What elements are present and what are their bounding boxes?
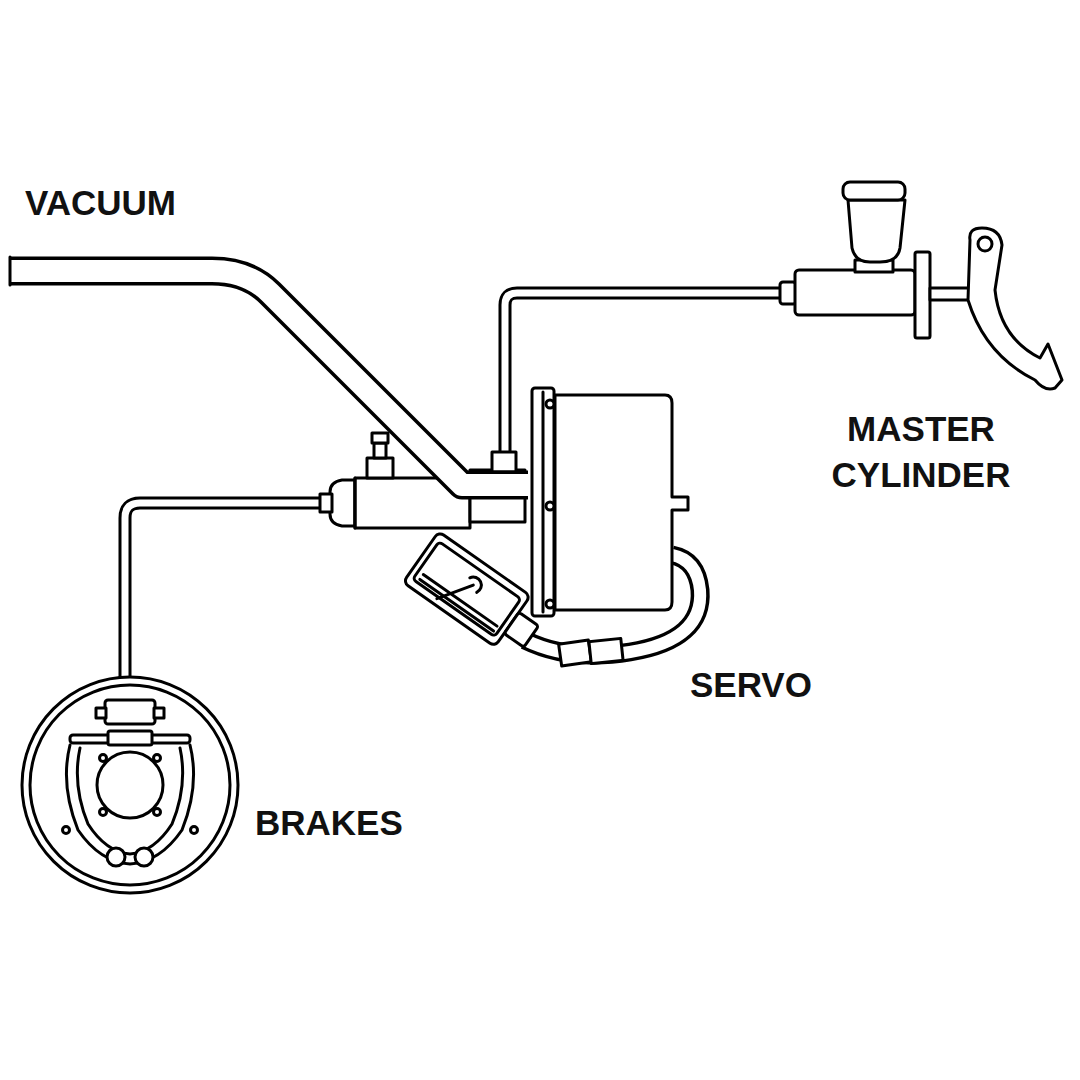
drum-brake — [154, 809, 161, 816]
servo-unit — [546, 400, 554, 408]
vacuum-hose — [559, 640, 592, 666]
drum-brake — [77, 748, 182, 854]
part-label: SERVO — [690, 662, 812, 708]
master-cylinder — [915, 252, 930, 338]
hydraulic-pipe — [125, 503, 330, 686]
drum-brake — [154, 708, 164, 718]
vacuum-hose — [589, 638, 623, 663]
master-cylinder — [848, 200, 905, 262]
drum-brake — [97, 752, 163, 818]
drum-brake — [100, 755, 107, 762]
hydraulic-pipe — [125, 503, 330, 686]
drum-brake — [96, 708, 106, 718]
master-cylinder — [795, 270, 915, 315]
drum-brake — [154, 755, 161, 762]
hydraulic-pipe — [125, 503, 330, 686]
servo-unit — [532, 388, 688, 616]
drum-brake — [22, 677, 238, 893]
drum-brake — [30, 685, 230, 885]
slave-cylinder — [320, 494, 332, 512]
brake-pedal — [968, 228, 1062, 389]
control-valve — [403, 532, 550, 661]
drum-brake — [66, 745, 193, 864]
slave-cylinder — [367, 458, 393, 478]
control-valve — [423, 575, 497, 627]
drum-brake — [100, 809, 107, 816]
vacuum-pipe — [10, 271, 528, 485]
control-valve — [437, 572, 473, 611]
vacuum-pipe — [9, 257, 12, 285]
drum-brake — [105, 700, 155, 724]
drum-brake — [22, 677, 238, 893]
part-label: MASTER CYLINDER — [806, 406, 1036, 497]
control-valve — [504, 612, 539, 647]
drum-brake — [107, 848, 125, 866]
control-valve — [413, 542, 521, 637]
master-cylinder — [843, 182, 905, 200]
servo-unit — [555, 395, 688, 610]
brake-pedal — [978, 237, 992, 251]
slave-cylinder — [354, 478, 357, 528]
vacuum-pipe — [10, 257, 528, 485]
slave-cylinder — [374, 443, 386, 458]
slave-cylinder — [372, 433, 388, 443]
slave-cylinder — [330, 480, 355, 526]
master-cylinder — [780, 182, 975, 338]
servo-unit — [546, 600, 554, 608]
drum-brake — [191, 827, 198, 834]
drum-brake — [108, 731, 152, 745]
vacuum-pipe — [10, 271, 528, 485]
servo-unit — [532, 388, 554, 616]
drum-brake — [135, 848, 153, 866]
servo-unit — [542, 392, 545, 612]
drum-brake — [63, 827, 70, 834]
brake-pedal — [968, 228, 1062, 389]
slave-cylinder — [492, 452, 516, 472]
part-label: BRAKES — [255, 800, 403, 846]
part-label: VACUUM — [25, 180, 176, 226]
servo-unit — [546, 502, 554, 510]
control-valve — [465, 574, 484, 593]
